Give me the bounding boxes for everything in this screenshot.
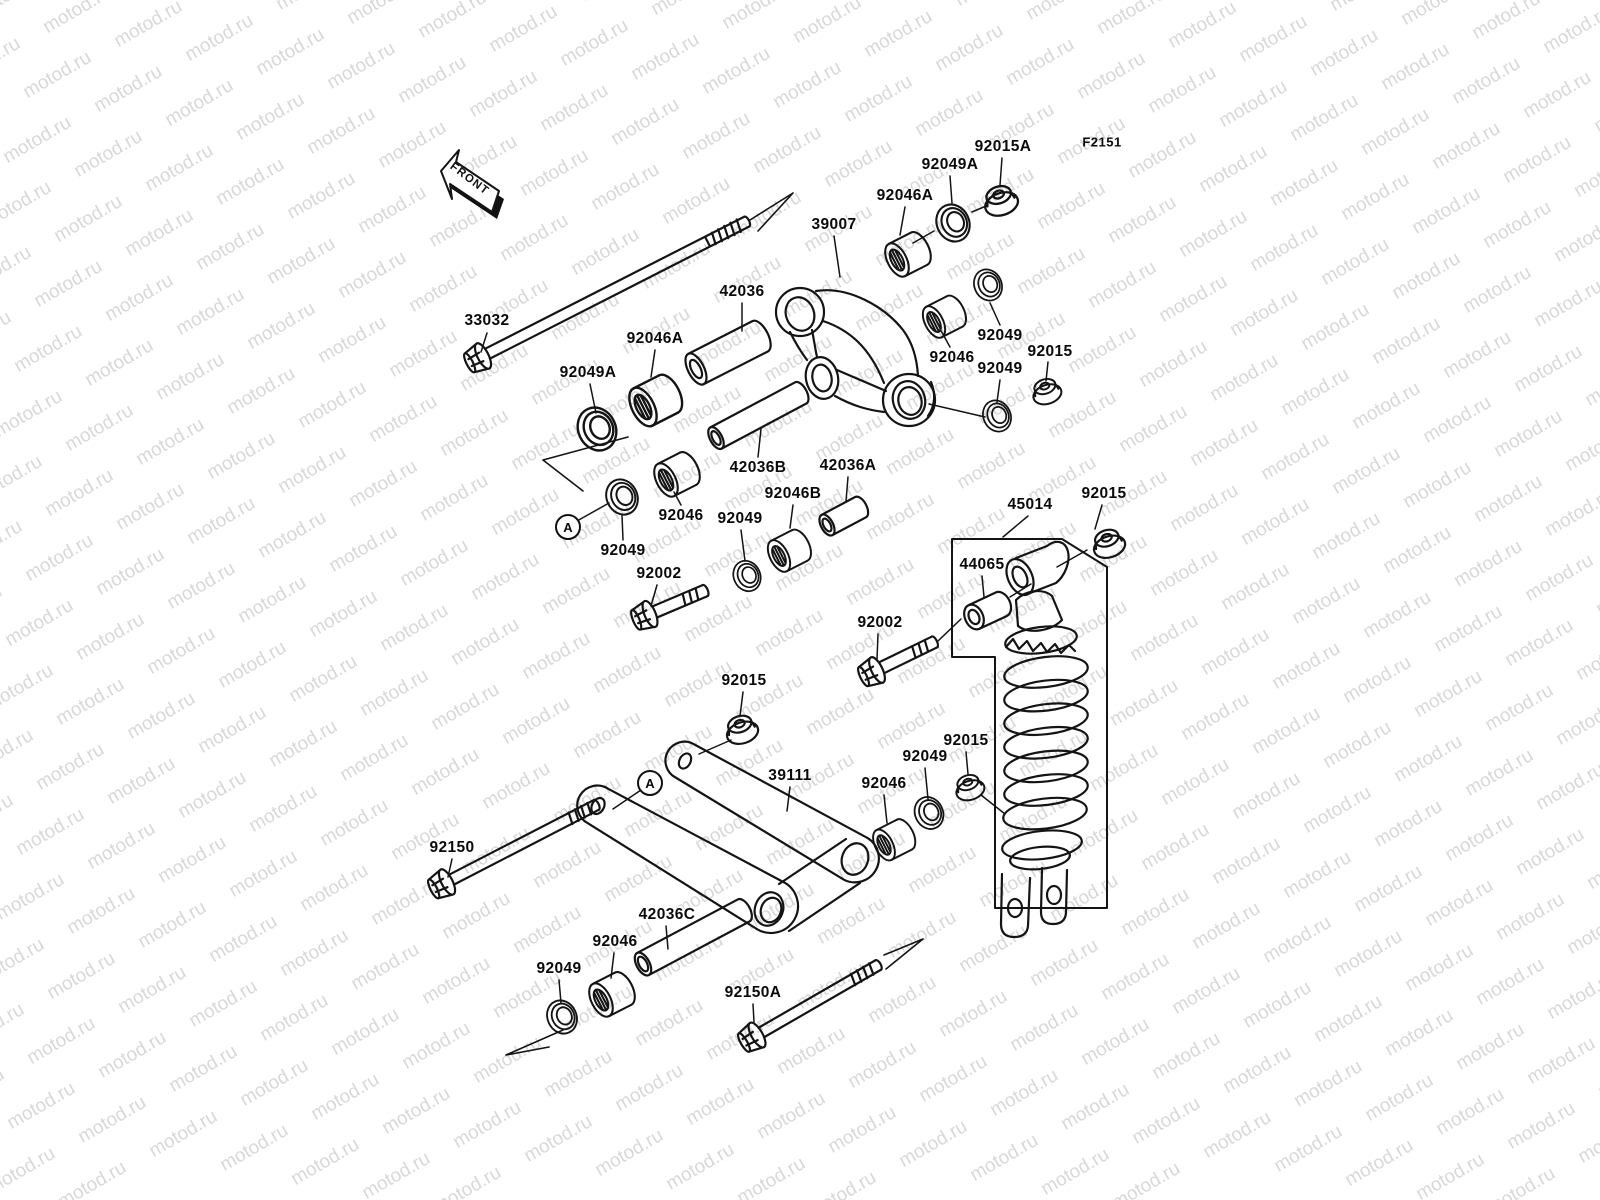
tie-rods-39111	[576, 740, 880, 935]
shock-adjuster-collar	[1004, 625, 1078, 655]
sleeve-42036	[684, 319, 772, 386]
part-label-92049: 92049	[977, 327, 1023, 344]
part-label-42036B: 42036B	[729, 459, 787, 476]
figure-code: F2151	[1082, 134, 1122, 150]
part-label-92015: 92015	[1081, 485, 1127, 502]
part-label-92150: 92150	[429, 839, 475, 856]
part-label-92046: 92046	[929, 349, 975, 366]
part-label-44065: 44065	[959, 556, 1005, 573]
part-label-92150A: 92150A	[724, 984, 782, 1001]
bolt-92002-left	[626, 583, 710, 636]
rocker-arm-39007	[774, 286, 937, 428]
part-label-39111: 39111	[768, 767, 812, 784]
shock-spring	[1002, 655, 1089, 831]
part-label-92049: 92049	[977, 360, 1023, 377]
shock-absorber-45014	[951, 538, 1108, 939]
part-label-92002: 92002	[636, 565, 682, 582]
part-label-92049A: 92049A	[559, 364, 617, 381]
part-label-92015: 92015	[943, 732, 989, 749]
part-label-92046: 92046	[658, 507, 704, 524]
part-label-92046: 92046	[861, 775, 907, 792]
part-label-92046A: 92046A	[876, 187, 934, 204]
part-label-92015: 92015	[721, 672, 767, 689]
shock-outline-box	[951, 538, 1108, 909]
part-label-42036C: 42036C	[638, 906, 696, 923]
shock-top-eye	[1005, 540, 1070, 597]
sleeve-42036B	[707, 380, 810, 451]
assembly-marker-A: A	[555, 514, 581, 540]
part-label-33032: 33032	[464, 312, 510, 329]
part-label-42036A: 42036A	[819, 457, 877, 474]
bolt-92002-right	[853, 635, 940, 692]
shock-clevis	[999, 866, 1069, 939]
part-label-92046: 92046	[592, 933, 638, 950]
bushing-44065	[963, 590, 1013, 631]
part-label-92049: 92049	[902, 748, 948, 765]
part-label-92049: 92049	[717, 510, 763, 527]
assembly-arrows	[505, 192, 924, 1056]
part-label-92046B: 92046B	[764, 485, 822, 502]
assembly-marker-A: A	[637, 770, 663, 796]
sleeve-42036C	[633, 897, 753, 977]
part-label-92046A: 92046A	[626, 330, 684, 347]
part-label-39007: 39007	[811, 216, 857, 233]
part-label-92002: 92002	[857, 614, 903, 631]
part-label-92049: 92049	[536, 960, 582, 977]
bolt-92150A	[733, 959, 883, 1058]
part-label-42036: 42036	[719, 283, 765, 300]
sleeve-42036A	[818, 495, 870, 537]
part-label-92049: 92049	[600, 542, 646, 559]
part-label-92015: 92015	[1027, 343, 1073, 360]
shock-spring-seat	[1001, 829, 1083, 861]
part-label-45014: 45014	[1007, 496, 1053, 513]
bolt-33032	[459, 215, 752, 378]
part-label-92049A: 92049A	[921, 156, 979, 173]
part-label-92015A: 92015A	[974, 138, 1032, 155]
